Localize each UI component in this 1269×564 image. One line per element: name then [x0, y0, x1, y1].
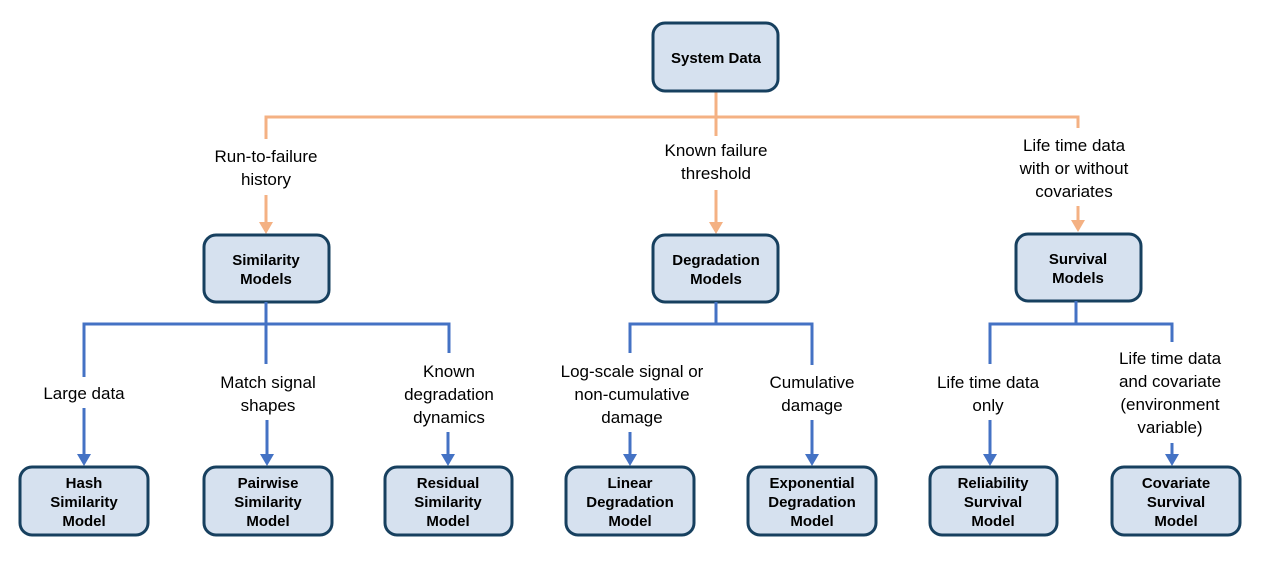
survival-models-line2: Models: [1052, 270, 1104, 287]
similarity-sub-connectors: [77, 302, 455, 466]
linear-arrow-head: [623, 454, 637, 466]
similarity-arrow-head: [259, 222, 273, 234]
survival-sub-connectors: [983, 301, 1179, 466]
reliability-model-line1: Reliability: [958, 475, 1030, 492]
degradation-horizontal-line: [628, 322, 814, 365]
hash-model-line2: Similarity: [50, 494, 118, 511]
hash-arrow-head: [77, 454, 91, 466]
degradation-sub-connectors: [623, 302, 819, 466]
condition-covariate-line1: Life time data: [1119, 349, 1222, 368]
condition-known-dynamics-line3: dynamics: [413, 408, 485, 427]
root-node-label: System Data: [671, 50, 762, 67]
top-connectors: [259, 91, 1085, 234]
survival-horizontal-line: [988, 322, 1174, 364]
model-node-linear-degradation[interactable]: Linear Degradation Model: [564, 465, 696, 537]
covariate-model-line1: Covariate: [1142, 475, 1210, 492]
condition-run-to-failure-line2: history: [241, 170, 292, 189]
pairwise-model-line2: Similarity: [234, 494, 302, 511]
similarity-horizontal-line: [82, 322, 451, 377]
branch-condition-labels: Run-to-failure history Known failure thr…: [215, 136, 1129, 201]
condition-covariate-line4: variable): [1137, 418, 1202, 437]
exponential-model-line1: Exponential: [769, 475, 854, 492]
condition-cumulative-line1: Cumulative: [769, 373, 854, 392]
reliability-arrow-head: [983, 454, 997, 466]
condition-lifetime-line3: covariates: [1035, 182, 1112, 201]
similarity-models-line1: Similarity: [232, 252, 300, 269]
model-node-pairwise-similarity[interactable]: Pairwise Similarity Model: [202, 465, 334, 537]
condition-log-scale-line2: non-cumulative: [574, 385, 689, 404]
condition-match-signal-line2: shapes: [241, 396, 296, 415]
hash-model-line1: Hash: [66, 475, 103, 492]
condition-covariate-line2: and covariate: [1119, 372, 1221, 391]
degradation-models-line2: Models: [690, 271, 742, 288]
exponential-arrow-head: [805, 454, 819, 466]
residual-arrow-head: [441, 454, 455, 466]
category-node-degradation-models[interactable]: Degradation Models: [651, 233, 780, 304]
model-node-reliability-survival[interactable]: Reliability Survival Model: [928, 465, 1059, 537]
covariate-model-line3: Model: [1154, 513, 1197, 530]
degradation-arrow-head: [709, 222, 723, 234]
condition-lifetime-line1: Life time data: [1023, 136, 1126, 155]
covariate-arrow-head: [1165, 454, 1179, 466]
linear-model-line2: Degradation: [586, 494, 674, 511]
reliability-model-line2: Survival: [964, 494, 1022, 511]
root-node-system-data[interactable]: System Data: [651, 21, 780, 93]
condition-known-dynamics-line1: Known: [423, 362, 475, 381]
condition-lifetime-only-line2: only: [972, 396, 1004, 415]
survival-models-line1: Survival: [1049, 251, 1107, 268]
pairwise-model-line3: Model: [246, 513, 289, 530]
condition-cumulative-line2: damage: [781, 396, 842, 415]
condition-lifetime-only-line1: Life time data: [937, 373, 1040, 392]
condition-known-dynamics-line2: degradation: [404, 385, 494, 404]
residual-model-line2: Similarity: [414, 494, 482, 511]
survival-arrow-head: [1071, 220, 1085, 232]
condition-known-threshold-line1: Known failure: [664, 141, 767, 160]
condition-covariate-line3: (environment: [1120, 395, 1219, 414]
condition-lifetime-line2: with or without: [1019, 159, 1129, 178]
reliability-model-line3: Model: [971, 513, 1014, 530]
condition-log-scale-line3: damage: [601, 408, 662, 427]
model-node-hash-similarity[interactable]: Hash Similarity Model: [18, 465, 150, 537]
pairwise-model-line1: Pairwise: [238, 475, 299, 492]
condition-log-scale-line1: Log-scale signal or: [561, 362, 704, 381]
model-node-exponential-degradation[interactable]: Exponential Degradation Model: [746, 465, 878, 537]
similarity-models-line2: Models: [240, 271, 292, 288]
category-node-survival-models[interactable]: Survival Models: [1014, 232, 1143, 303]
sub-condition-labels: Large data Match signal shapes Known deg…: [43, 349, 1221, 437]
covariate-model-line2: Survival: [1147, 494, 1205, 511]
condition-run-to-failure-line1: Run-to-failure: [215, 147, 318, 166]
category-node-similarity-models[interactable]: Similarity Models: [202, 233, 331, 304]
exponential-model-line2: Degradation: [768, 494, 856, 511]
model-node-residual-similarity[interactable]: Residual Similarity Model: [383, 465, 514, 537]
pairwise-arrow-head: [260, 454, 274, 466]
top-horizontal-line: [264, 115, 1080, 139]
exponential-model-line3: Model: [790, 513, 833, 530]
hash-model-line3: Model: [62, 513, 105, 530]
linear-model-line1: Linear: [607, 475, 652, 492]
residual-model-line1: Residual: [417, 475, 480, 492]
model-node-covariate-survival[interactable]: Covariate Survival Model: [1110, 465, 1242, 537]
residual-model-line3: Model: [426, 513, 469, 530]
linear-model-line3: Model: [608, 513, 651, 530]
condition-large-data: Large data: [43, 384, 125, 403]
condition-match-signal-line1: Match signal: [220, 373, 315, 392]
condition-known-threshold-line2: threshold: [681, 164, 751, 183]
degradation-models-line1: Degradation: [672, 252, 760, 269]
